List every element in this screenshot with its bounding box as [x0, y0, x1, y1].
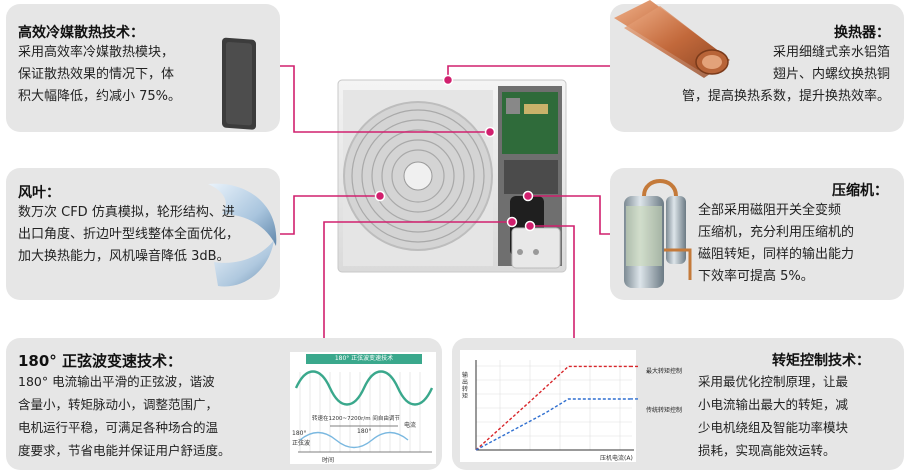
heat-exchanger-title: 换热器： — [834, 25, 890, 41]
sine-line: 电机运行平稳，可满足各种场合的温 — [18, 420, 219, 435]
sine-angle-label: 180° — [357, 428, 372, 435]
cooling-title: 高效冷媒散热技术： — [18, 25, 144, 41]
torque-line: 损耗，实现高能效运转。 — [698, 443, 836, 458]
fan-desc: 数万次 CFD 仿真模拟，轮形结构、进 出口角度、折边叶型线整体全面优化， 加大… — [18, 202, 239, 268]
sine-wave-graph — [290, 352, 436, 464]
torque-desc: 采用最优化控制原理，让最 小电流输出最大的转矩，减 少电机绕组及智能功率模块 损… — [698, 370, 848, 462]
sine-left-label-1: 180° — [292, 430, 307, 437]
cooling-line: 积大幅降低，约减小 75%。 — [18, 89, 182, 104]
outdoor-unit — [337, 79, 567, 273]
fan-line: 出口角度、折边叶型线整体全面优化， — [18, 227, 240, 242]
sine-banner: 180° 正弦波变速技术 — [334, 355, 394, 362]
cooling-line: 采用高效率冷媒散热模块， — [18, 45, 175, 60]
compressor-title: 压缩机： — [832, 183, 888, 199]
cooling-module-icon — [222, 37, 256, 130]
sine-range-label: 转速在1200~7200r/m 间自由调节 — [312, 416, 400, 422]
heat-exchanger-line: 翅片、内螺纹换热铜 — [772, 67, 890, 82]
torque-xlabel: 压机电流(A) — [600, 455, 633, 462]
heat-exchanger-line: 采用细缝式亲水铝箔 — [772, 45, 890, 60]
torque-line: 少电机绕组及智能功率模块 — [698, 420, 849, 435]
heat-exchanger-line: 管，提高换热系数，提升换热效率。 — [681, 89, 890, 104]
torque-line: 小电流输出最大的转矩，减 — [698, 397, 849, 412]
fan-blade-icon — [208, 183, 277, 287]
sine-line: 180° 电流输出平滑的正弦波，谐波 — [18, 374, 215, 389]
sine-line: 度要求，节省电能并保证用户舒适度。 — [18, 443, 231, 458]
sine-title: 180° 正弦波变速技术： — [18, 352, 183, 370]
fan-line: 加大换热能力，风机噪音降低 3dB。 — [18, 249, 230, 264]
compressor-line: 压缩机，充分利用压缩机的 — [698, 225, 855, 240]
sine-time-label: 时间 — [322, 457, 335, 464]
torque-series-line-0 — [475, 365, 630, 451]
compressor-line: 全部采用磁阻开关全变频 — [698, 203, 842, 218]
fan-title: 风叶： — [18, 185, 60, 201]
cooling-desc: 采用高效率冷媒散热模块， 保证散热效果的情况下，体 积大幅降低，约减小 75%。 — [18, 42, 181, 108]
fan-line: 数万次 CFD 仿真模拟，轮形结构、进 — [18, 205, 235, 220]
torque-line: 采用最优化控制原理，让最 — [698, 374, 849, 389]
torque-title: 转矩控制技术： — [772, 353, 870, 369]
torque-series-line-1 — [475, 398, 630, 451]
torque-series-layer — [475, 365, 640, 451]
copper-tube-icon — [614, 0, 730, 78]
sine-desc: 180° 电流输出平滑的正弦波，谐波 含量小，转矩脉动小，调整范围广， 电机运行… — [18, 370, 231, 462]
compressor-line: 磁阻转矩，同样的输出能力 — [698, 247, 855, 262]
compressor-icon — [624, 179, 692, 288]
sine-left-label-2: 正弦波 — [292, 440, 311, 447]
compressor-line: 下效率可提高 5%。 — [698, 269, 814, 284]
torque-legend-max: 最大转矩控制 — [646, 368, 683, 375]
compressor-desc: 全部采用磁阻开关全变频 压缩机，充分利用压缩机的 磁阻转矩，同样的输出能力 下效… — [698, 200, 854, 288]
sine-current-label: 电流 — [404, 422, 417, 429]
torque-chart-frame — [460, 350, 636, 462]
torque-ylabel: 输出转矩 — [462, 372, 469, 400]
connector-dots — [374, 74, 536, 232]
cooling-line: 保证散热效果的情况下，体 — [18, 67, 175, 82]
torque-legend-traditional: 传统转矩控制 — [646, 407, 683, 414]
heat-exchanger-desc: 采用细缝式亲水铝箔 翅片、内螺纹换热铜 管，提高换热系数，提升换热效率。 — [682, 42, 890, 108]
sine-line: 含量小，转矩脉动小，调整范围广， — [18, 397, 219, 412]
